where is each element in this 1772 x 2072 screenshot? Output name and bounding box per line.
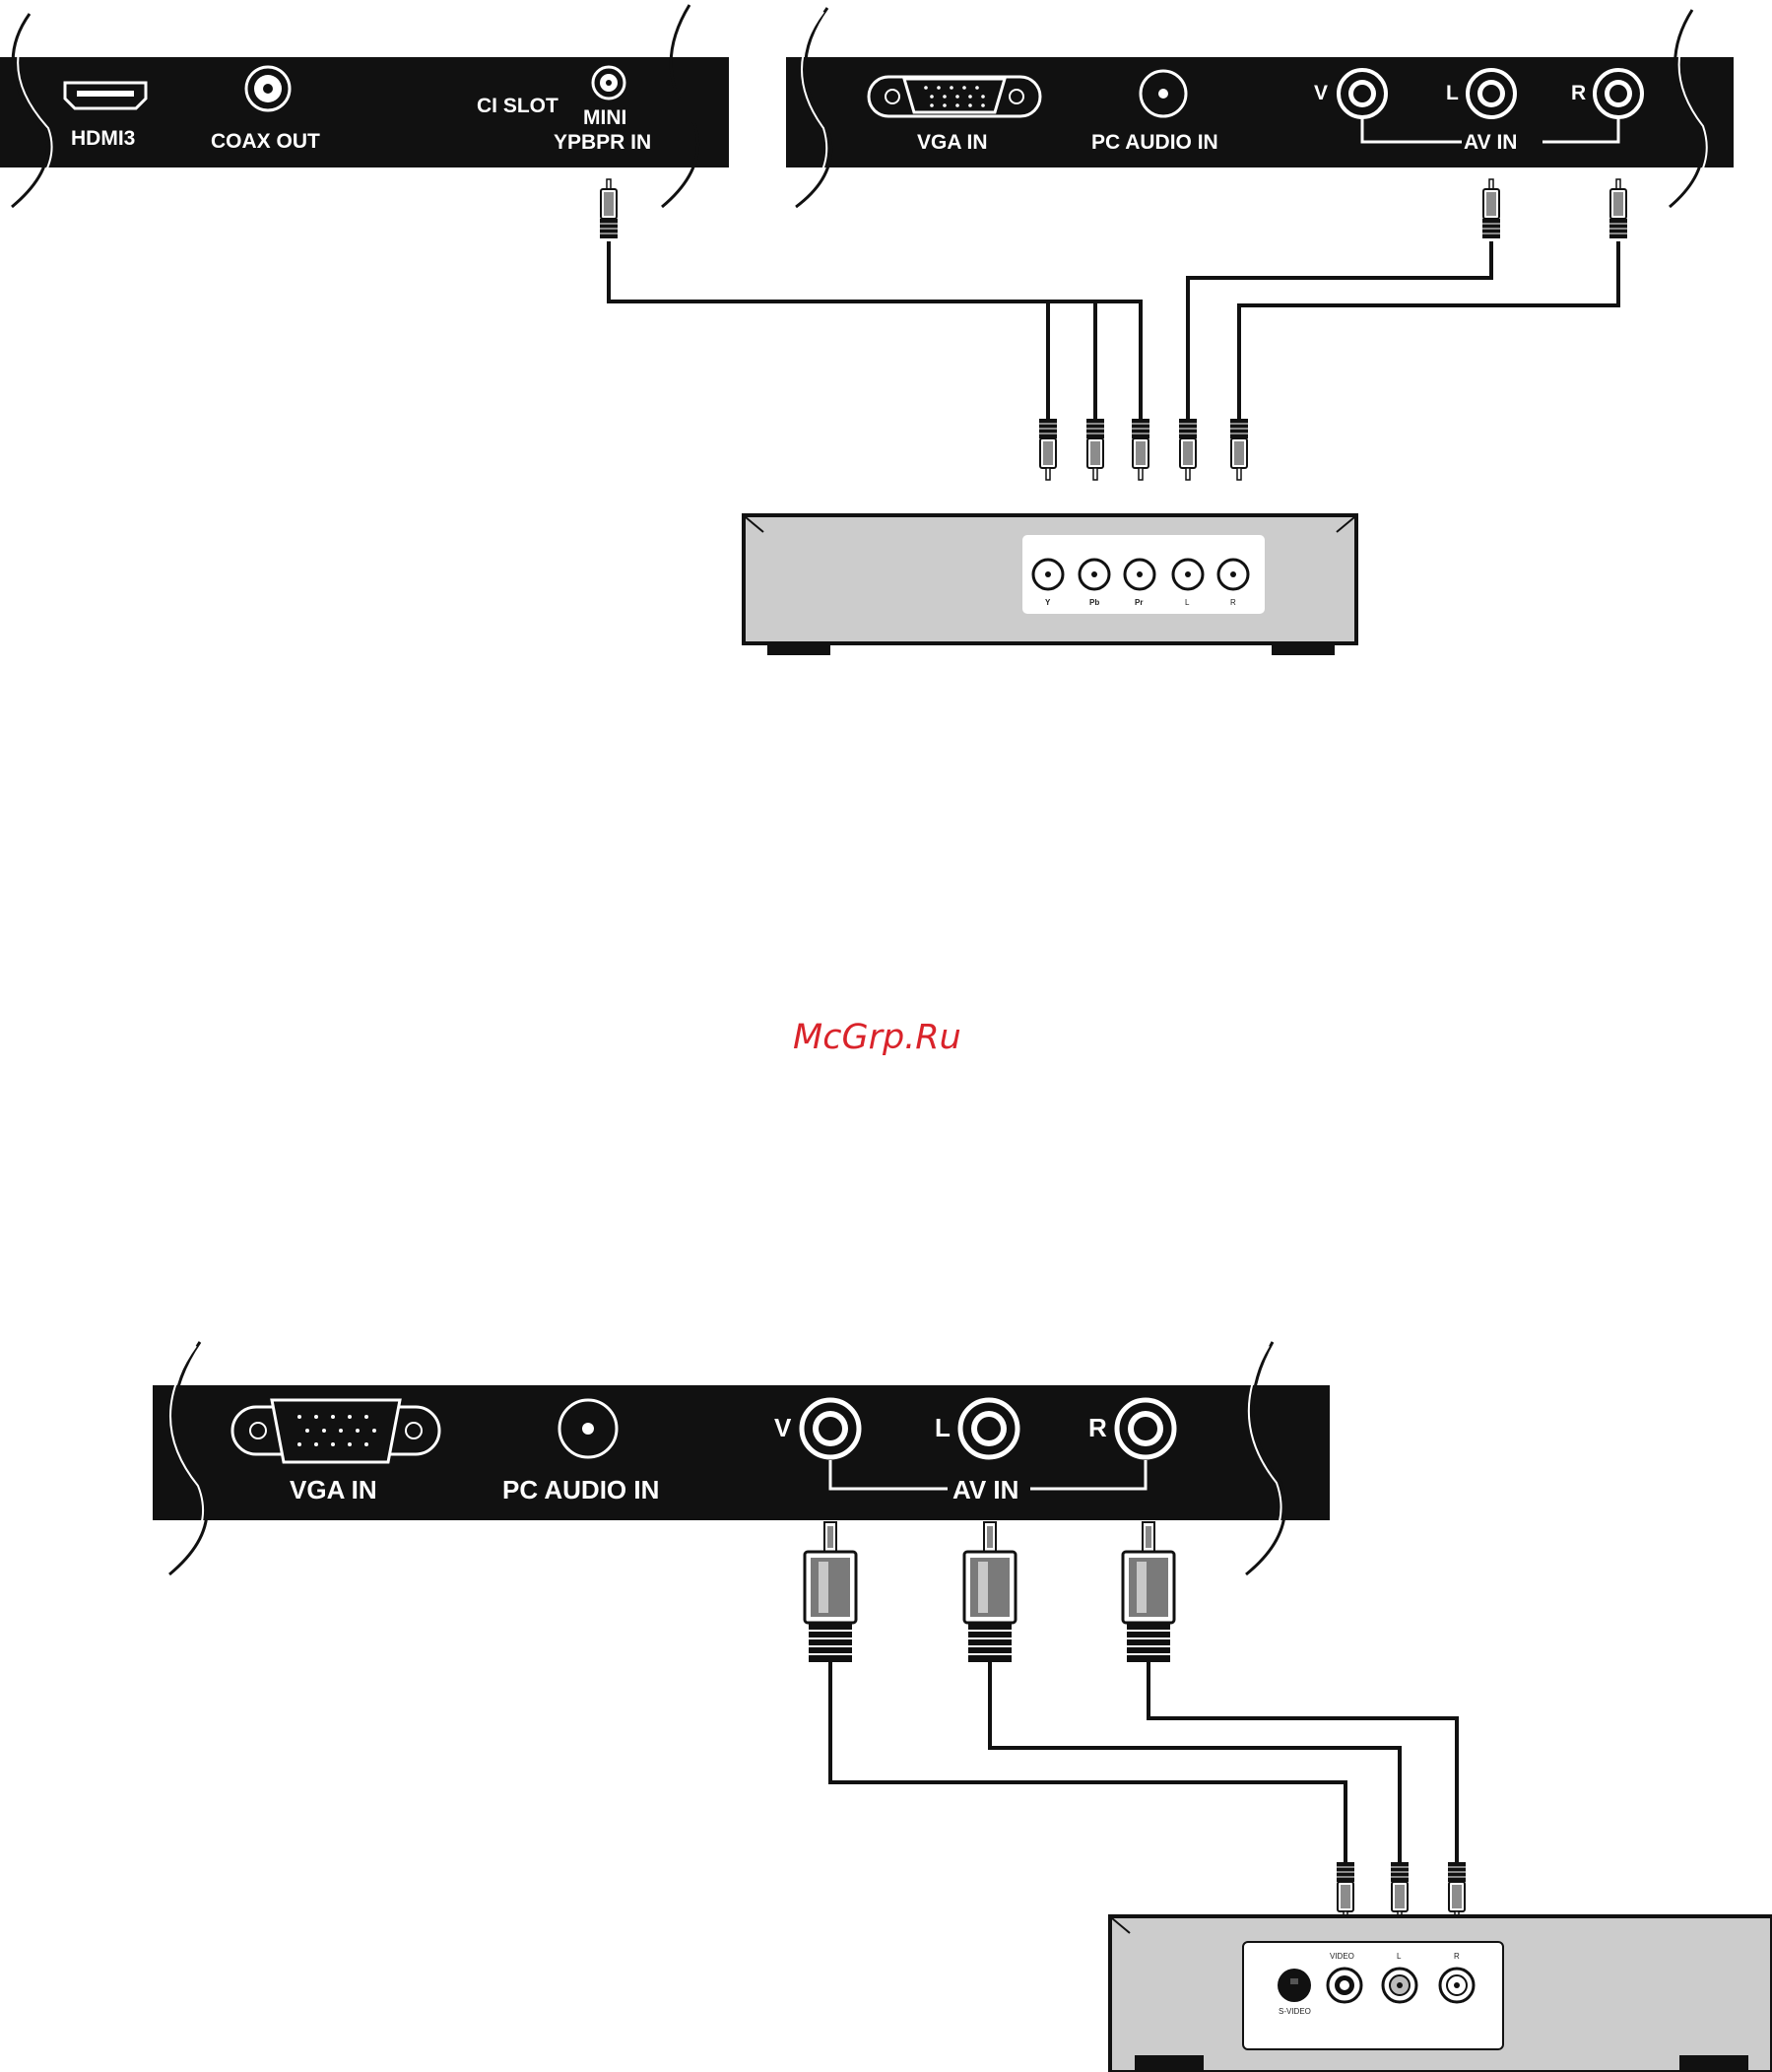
vga-port-icon	[869, 77, 1040, 116]
device-y-label: Y	[1045, 598, 1051, 607]
av-cables	[830, 1660, 1457, 1862]
rca-plug-pb	[1086, 419, 1104, 480]
av-l-label-bottom: L	[935, 1413, 951, 1442]
av-l-label: L	[1446, 82, 1459, 104]
rca-plug-y	[1039, 419, 1057, 480]
pc-audio-in-label-bottom: PC AUDIO IN	[502, 1475, 659, 1504]
ypbpr-in-label: YPBPR IN	[554, 131, 651, 154]
rca-plug-r-big	[1123, 1522, 1174, 1662]
rca-plug-pr	[1132, 419, 1149, 480]
device-r-label: R	[1230, 598, 1236, 607]
av-r-jack-icon	[1595, 70, 1642, 117]
av-v-label-bottom: V	[774, 1413, 792, 1442]
pc-audio-port-icon	[1141, 71, 1186, 116]
vga-in-label: VGA IN	[917, 131, 988, 154]
av-source-device	[1110, 1916, 1772, 2072]
vga-in-label-bottom: VGA IN	[290, 1475, 377, 1504]
device-l-label: L	[1185, 598, 1190, 607]
pc-audio-port-icon	[559, 1400, 617, 1457]
rca-plug-device-video	[1337, 1862, 1354, 1923]
av-video-jack-icon	[802, 1400, 859, 1457]
av-v-label: V	[1314, 82, 1328, 104]
s-video-jack-icon	[1278, 1969, 1311, 2002]
av-video-jack-icon	[1339, 70, 1386, 117]
rca-plug-video-big	[805, 1522, 856, 1662]
mini-ypbpr-port-icon	[593, 67, 624, 99]
device-pr-label: Pr	[1135, 598, 1143, 607]
av-l-jack-icon	[960, 1400, 1017, 1457]
watermark: McGrp.Ru	[793, 1018, 961, 1057]
av-in-label: AV IN	[1464, 131, 1517, 154]
rca-plug-l	[1179, 419, 1197, 480]
hdmi-port-icon	[65, 83, 146, 108]
av-in-label-bottom: AV IN	[952, 1475, 1018, 1504]
device-svideo-label: S-VIDEO	[1279, 2007, 1311, 2016]
ci-slot-label: CI SLOT	[477, 95, 558, 117]
hdmi3-label: HDMI3	[71, 127, 135, 150]
pc-audio-in-label: PC AUDIO IN	[1091, 131, 1218, 154]
rca-plug-r	[1230, 419, 1248, 480]
av-r-label-bottom: R	[1088, 1413, 1107, 1442]
av-r-jack-icon	[1117, 1400, 1174, 1457]
device-video-label: VIDEO	[1330, 1952, 1354, 1961]
rca-plug-av-r	[1609, 179, 1627, 238]
mini-label: MINI	[583, 106, 626, 129]
rca-plug-av-l	[1482, 179, 1500, 238]
coax-port-icon	[246, 67, 290, 110]
coax-out-label: COAX OUT	[211, 130, 320, 153]
device-r-label-bottom: R	[1454, 1952, 1460, 1961]
rca-plug-device-r	[1448, 1862, 1466, 1923]
rca-plug-mini	[600, 179, 618, 238]
av-r-label: R	[1571, 82, 1586, 104]
component-source-device	[744, 515, 1356, 655]
rca-plug-l-big	[964, 1522, 1016, 1662]
av-l-jack-icon	[1468, 70, 1515, 117]
rca-plug-device-l	[1391, 1862, 1409, 1923]
device-pb-label: Pb	[1089, 598, 1099, 607]
vga-port-icon	[232, 1400, 439, 1462]
device-l-label-bottom: L	[1397, 1952, 1402, 1961]
component-cables	[609, 241, 1618, 419]
